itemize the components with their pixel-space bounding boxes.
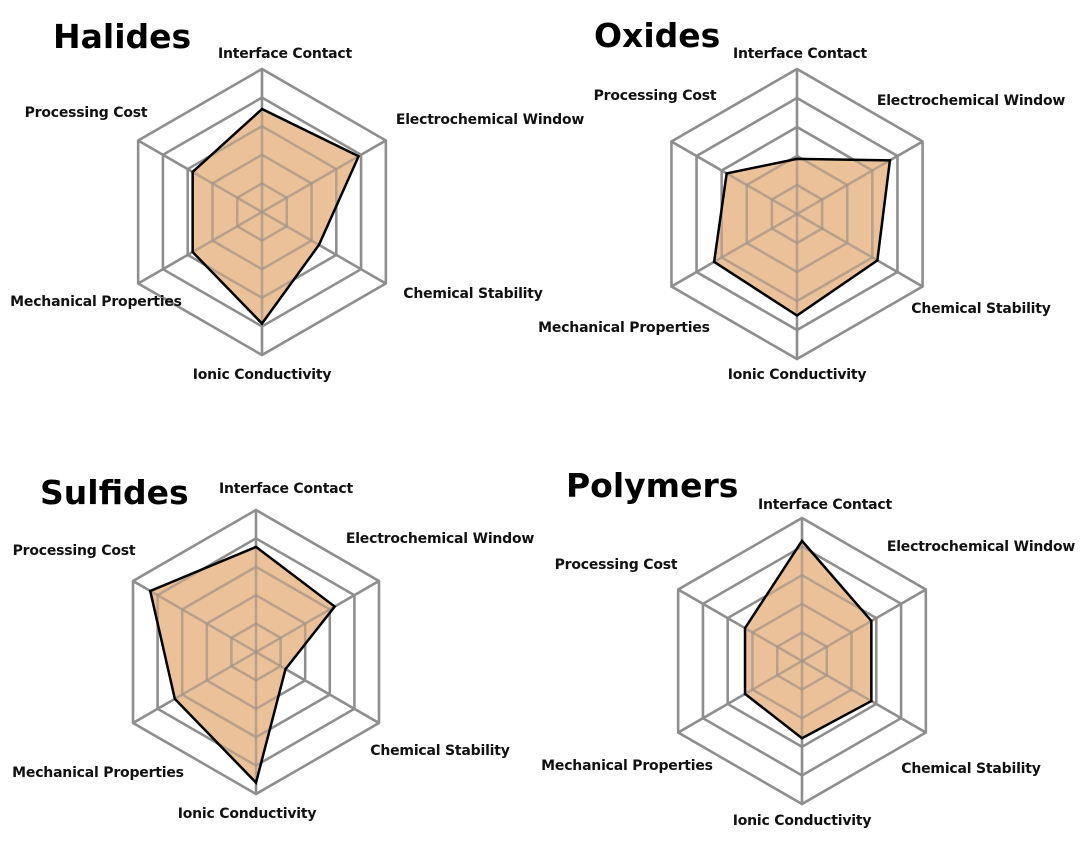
axis-label: Interface Contact (757, 497, 893, 513)
axis-label: Electrochemical Window (345, 531, 535, 547)
chart-title: Sulfides (40, 473, 189, 512)
radar-chart-polymers (676, 516, 928, 806)
grid-ring-overlay (670, 67, 924, 361)
axis-label: Processing Cost (554, 557, 678, 573)
axis-label: Chemical Stability (911, 301, 1051, 317)
axis-label: Mechanical Properties (538, 320, 710, 336)
grid-ring-overlay (211, 153, 313, 271)
grid-ring-overlay (751, 602, 853, 720)
grid-ring-overlay (720, 125, 874, 303)
axis-spoke-overlay (137, 139, 263, 214)
axis-label: Mechanical Properties (10, 294, 182, 310)
axis-spoke-overlay (677, 659, 803, 734)
axis-spoke-overlay (796, 140, 924, 216)
axis-spoke-overlay (132, 579, 257, 654)
grid-ring-overlay (156, 536, 356, 768)
axis-label: Interface Contact (218, 481, 354, 497)
axis-spoke-overlay (132, 650, 257, 725)
data-area (192, 109, 359, 324)
grid-ring-overlay (775, 630, 829, 692)
axis-label: Ionic Conductivity (732, 813, 872, 829)
data-area (745, 540, 872, 739)
data-area (150, 546, 335, 783)
grid-ring-overlay (701, 545, 903, 777)
axis-spoke-overlay (137, 210, 263, 285)
axis-label: Interface Contact (217, 46, 353, 62)
axis-spoke-overlay (796, 212, 924, 288)
axis-label: Chemical Stability (403, 286, 543, 302)
grid-ring-overlay (131, 508, 381, 796)
axis-spoke-overlay (255, 579, 380, 654)
axis-spoke-overlay (255, 650, 380, 725)
data-area (714, 158, 890, 316)
axis-label: Processing Cost (24, 105, 148, 121)
axis-label: Mechanical Properties (541, 758, 713, 774)
grid-ring-overlay (726, 573, 878, 749)
axis-label: Ionic Conductivity (727, 367, 867, 383)
axis-spoke-overlay (670, 212, 798, 288)
chart-title: Oxides (594, 16, 721, 55)
axis-label: Interface Contact (732, 46, 868, 62)
grid-ring-overlay (770, 183, 824, 245)
grid-ring-overlay (230, 622, 282, 682)
axis-spoke-overlay (261, 210, 387, 285)
grid-ring-overlay (205, 593, 307, 711)
chart-title: Halides (53, 17, 192, 56)
axis-spoke-overlay (677, 588, 803, 663)
axis-label: Chemical Stability (901, 761, 1041, 777)
grid-ring-overlay (186, 124, 338, 300)
axis-spoke-overlay (801, 659, 927, 734)
axis-label: Ionic Conductivity (177, 806, 317, 822)
axis-label: Chemical Stability (370, 743, 510, 759)
grid-ring-overlay (136, 67, 388, 357)
chart-title: Polymers (566, 466, 739, 505)
radar-chart-oxides (670, 67, 924, 361)
radar-chart-sulfides (131, 508, 381, 796)
axis-spoke-overlay (801, 588, 927, 663)
grid-ring-overlay (161, 96, 363, 328)
axis-label: Processing Cost (12, 543, 136, 559)
axis-label: Electrochemical Window (395, 112, 585, 128)
axis-spoke-overlay (261, 139, 387, 214)
axis-label: Electrochemical Window (876, 93, 1066, 109)
grid-ring-overlay (676, 516, 928, 806)
axis-label: Mechanical Properties (12, 765, 184, 781)
axis-label: Processing Cost (593, 88, 717, 104)
grid-ring-overlay (180, 565, 332, 739)
grid-ring-overlay (745, 154, 849, 274)
radar-chart-halides (136, 67, 388, 357)
grid-ring-overlay (235, 181, 289, 243)
grid-ring-overlay (695, 96, 899, 332)
axis-spoke-overlay (670, 140, 798, 216)
axis-label: Electrochemical Window (886, 539, 1076, 555)
axis-label: Ionic Conductivity (192, 367, 332, 383)
